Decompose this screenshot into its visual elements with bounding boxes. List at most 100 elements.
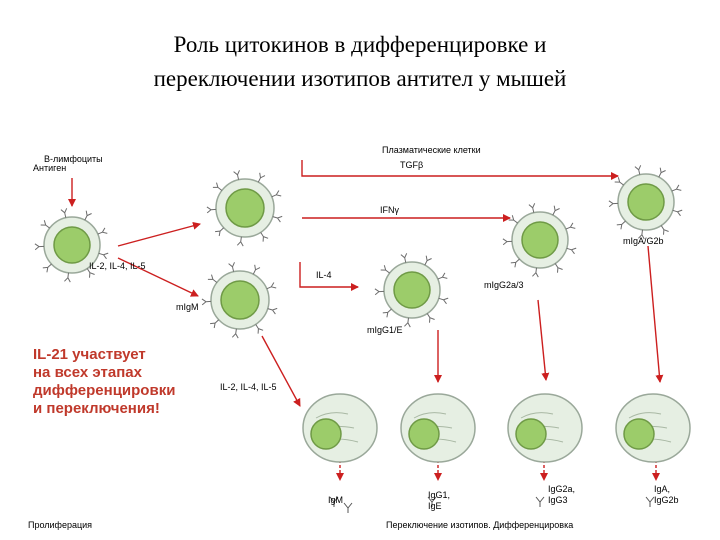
receptor-icon bbox=[233, 170, 240, 180]
receptor-icon bbox=[634, 165, 642, 175]
receptor-icon bbox=[672, 209, 683, 217]
label-igg1-line2: IgE bbox=[428, 501, 442, 511]
receptor-icon bbox=[660, 225, 669, 235]
label-igm: IgM bbox=[328, 495, 344, 505]
label-il-2-4-5-top: IL-2, IL-4, IL-5 bbox=[89, 261, 146, 271]
label-igg1-line1: IgG1, bbox=[428, 490, 451, 500]
down-arrow-iga bbox=[647, 245, 664, 383]
receptor-icon bbox=[374, 288, 385, 296]
receptor-icon bbox=[266, 282, 277, 290]
label-proliferation: Пролиферация bbox=[28, 520, 93, 530]
receptor-icon bbox=[608, 200, 619, 208]
receptor-icon bbox=[614, 177, 624, 186]
label-ifng: IFNγ bbox=[380, 205, 399, 215]
label-switching: Переключение изотипов. Дифференцировка bbox=[386, 520, 574, 530]
down-arrow-igg2a bbox=[537, 299, 550, 381]
tgfb-arrow bbox=[301, 160, 619, 180]
receptor-icon bbox=[382, 308, 392, 318]
title-line-2: переключении изотипов антител у мышей bbox=[153, 66, 567, 91]
label-migg1-e: mIgG1/E bbox=[367, 325, 403, 335]
title-line-1: Роль цитокинов в дифференцировке и bbox=[173, 32, 547, 57]
receptor-icon bbox=[34, 243, 45, 251]
receptor-icon bbox=[215, 227, 225, 237]
receptor-icon bbox=[201, 298, 212, 306]
il4-arrow bbox=[299, 262, 359, 291]
receptor-icon bbox=[236, 236, 244, 247]
receptor-icon bbox=[252, 264, 261, 275]
plasma-cell-igg1 bbox=[400, 393, 476, 463]
receptor-icon bbox=[212, 182, 223, 191]
receptor-icon bbox=[210, 319, 220, 329]
receptor-icon bbox=[437, 272, 448, 280]
note-line-4: и переключения! bbox=[33, 400, 160, 417]
antibody-icon bbox=[329, 496, 339, 507]
receptor-icon bbox=[267, 307, 278, 315]
arrow-to-bcell-top bbox=[117, 221, 201, 247]
arrows bbox=[68, 160, 664, 407]
receptor-icon bbox=[510, 258, 520, 268]
receptor-icon bbox=[206, 206, 217, 214]
b-cell-top bbox=[206, 170, 283, 247]
receptor-icon bbox=[400, 253, 408, 263]
slide-title: Роль цитокинов в дифференцировке и перек… bbox=[60, 28, 660, 96]
receptor-icon bbox=[424, 255, 432, 266]
receptor-icon bbox=[60, 208, 68, 218]
secreted-antibodies bbox=[329, 496, 655, 513]
antibody-icon bbox=[427, 496, 437, 507]
antibody-icon bbox=[343, 502, 353, 513]
label-igg2a-igg3: IgG2a, IgG3 bbox=[548, 484, 575, 506]
receptor-icon bbox=[207, 274, 218, 283]
label-migg2a-3: mIgG2a/3 bbox=[484, 280, 524, 290]
note-line-2: на всех этапах bbox=[33, 364, 142, 381]
label-iga-line2: IgG2b bbox=[654, 495, 679, 505]
receptor-icon bbox=[528, 203, 536, 213]
receptor-icon bbox=[508, 215, 518, 224]
receptor-icon bbox=[260, 232, 269, 242]
receptor-icon bbox=[380, 265, 390, 274]
receptor-icon bbox=[552, 205, 560, 216]
receptor-icon bbox=[86, 268, 95, 278]
receptor-icon bbox=[231, 328, 239, 339]
receptor-icon bbox=[40, 220, 50, 229]
receptor-icon bbox=[97, 227, 108, 235]
plasma-cell-iga bbox=[615, 393, 691, 463]
receptor-icon bbox=[42, 263, 52, 273]
secretion-arrows bbox=[336, 460, 660, 481]
receptor-icon bbox=[271, 190, 282, 198]
label-igg1-ige: IgG1, IgE bbox=[428, 490, 450, 512]
arrow-to-bcell-bottom bbox=[117, 257, 199, 297]
receptor-icon bbox=[404, 317, 411, 328]
receptor-icon bbox=[566, 247, 577, 255]
label-antigen: Антиген bbox=[33, 163, 67, 173]
receptor-icon bbox=[502, 238, 513, 246]
receptor-icon bbox=[616, 220, 626, 230]
label-b-cells: В-лимфоциты bbox=[44, 154, 103, 164]
receptor-icon bbox=[638, 229, 645, 240]
b-cell-migm bbox=[201, 262, 278, 339]
b-cell-migg2a bbox=[502, 203, 577, 278]
label-migm: mIgM bbox=[176, 302, 199, 312]
note-line-3: дифференцировки bbox=[33, 382, 176, 399]
receptor-icon bbox=[426, 313, 435, 323]
b-cell-migg1 bbox=[374, 253, 449, 328]
receptor-icon bbox=[272, 215, 283, 223]
antibody-icon bbox=[645, 496, 655, 507]
receptor-icon bbox=[658, 167, 666, 178]
label-plasma-cells: Плазматические клетки bbox=[382, 145, 481, 155]
receptor-icon bbox=[228, 262, 235, 272]
label-miga-g2b: mIgA/G2b bbox=[623, 236, 664, 246]
receptor-icon bbox=[98, 252, 109, 260]
b-cell-naive bbox=[34, 208, 109, 283]
receptor-icon bbox=[671, 184, 682, 192]
label-igg2a-line2: IgG3 bbox=[548, 495, 568, 505]
receptor-icon bbox=[255, 324, 264, 334]
receptor-icon bbox=[438, 297, 449, 305]
label-igg2a-line1: IgG2a, bbox=[548, 484, 576, 494]
receptor-icon bbox=[64, 272, 71, 283]
receptor-icon bbox=[565, 222, 576, 230]
label-iga-igg2b: IgA, IgG2b bbox=[654, 484, 679, 506]
b-cell-miga bbox=[608, 165, 683, 240]
il21-note: IL-21 участвует на всех этапах дифференц… bbox=[33, 346, 175, 418]
label-il-2-4-5-bottom: IL-2, IL-4, IL-5 bbox=[220, 382, 277, 392]
receptor-icon bbox=[84, 210, 92, 221]
